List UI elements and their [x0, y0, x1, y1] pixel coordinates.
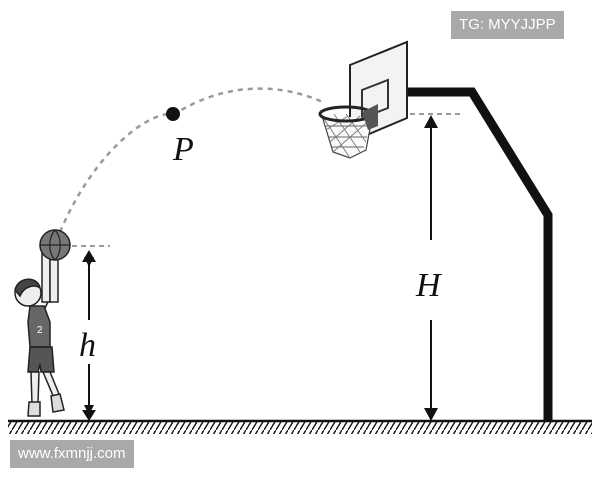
height-h-arrow [82, 250, 96, 421]
svg-text:2: 2 [37, 325, 43, 336]
basket-stand [408, 87, 553, 421]
height-H-arrow [424, 115, 438, 421]
player-icon: 2 [14, 251, 65, 417]
point-p-label: P [172, 131, 194, 168]
basketball-icon [39, 229, 71, 261]
watermark-bottom-left: www.fxmnjj.com [10, 440, 134, 468]
watermark-top-right: TG: MYYJJPP [451, 11, 564, 39]
height-h-label: h [79, 327, 96, 364]
ground [8, 419, 592, 434]
point-p-dot [166, 107, 180, 121]
hoop-icon [318, 104, 378, 159]
height-H-label: H [415, 267, 443, 304]
